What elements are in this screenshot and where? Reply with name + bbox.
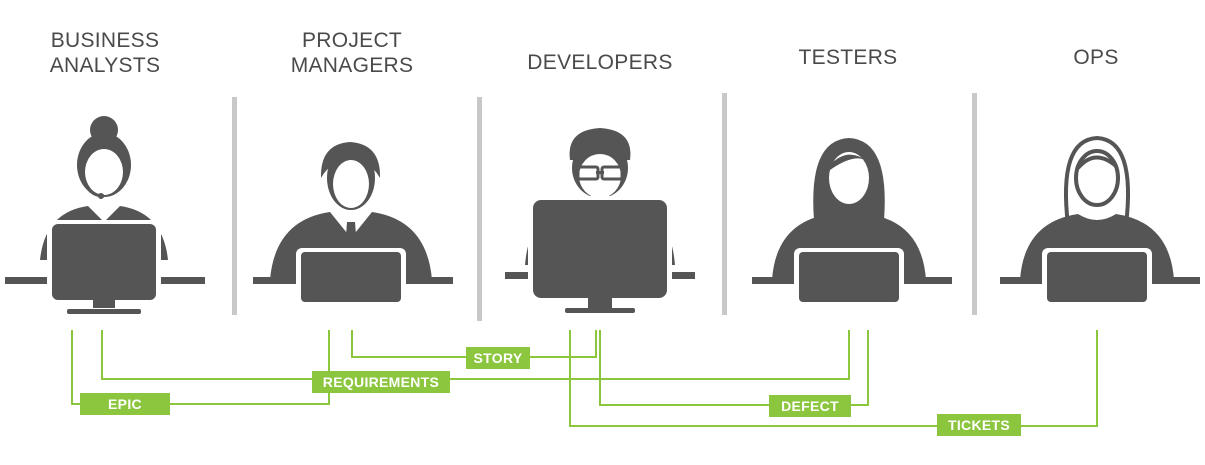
role-title-ops: OPS — [1073, 46, 1119, 69]
divider — [972, 93, 977, 315]
divider — [722, 93, 727, 315]
role-title-testers: TESTERS — [798, 46, 898, 69]
divider — [232, 97, 237, 315]
flow-tag-requirements: REQUIREMENTS — [312, 371, 450, 393]
flow-lines — [71, 330, 1098, 427]
role-title-business-analysts: BUSINESS ANALYSTS — [49, 29, 161, 77]
woman-laptop-icon — [772, 138, 926, 306]
woman-outline-laptop-icon — [1020, 135, 1174, 306]
flow-line-tickets — [569, 330, 1098, 427]
flow-line-defect — [599, 330, 869, 406]
column-dividers — [232, 93, 977, 321]
flow-tag-story: STORY — [466, 347, 530, 369]
flow-tag-epic: EPIC — [80, 393, 170, 415]
headset-woman-monitor-icon — [40, 116, 168, 314]
flow-tag-tickets: TICKETS — [937, 414, 1021, 436]
flow-tag-defect: DEFECT — [769, 395, 851, 417]
role-title-project-managers: PROJECT MANAGERS — [290, 29, 414, 77]
flow-line-epic — [71, 330, 330, 405]
developer-glasses-monitor-icon — [525, 128, 675, 313]
flow-line-requirements — [101, 330, 850, 380]
businessman-laptop-icon — [270, 142, 432, 306]
role-title-developers: DEVELOPERS — [527, 51, 673, 74]
divider — [477, 97, 482, 321]
